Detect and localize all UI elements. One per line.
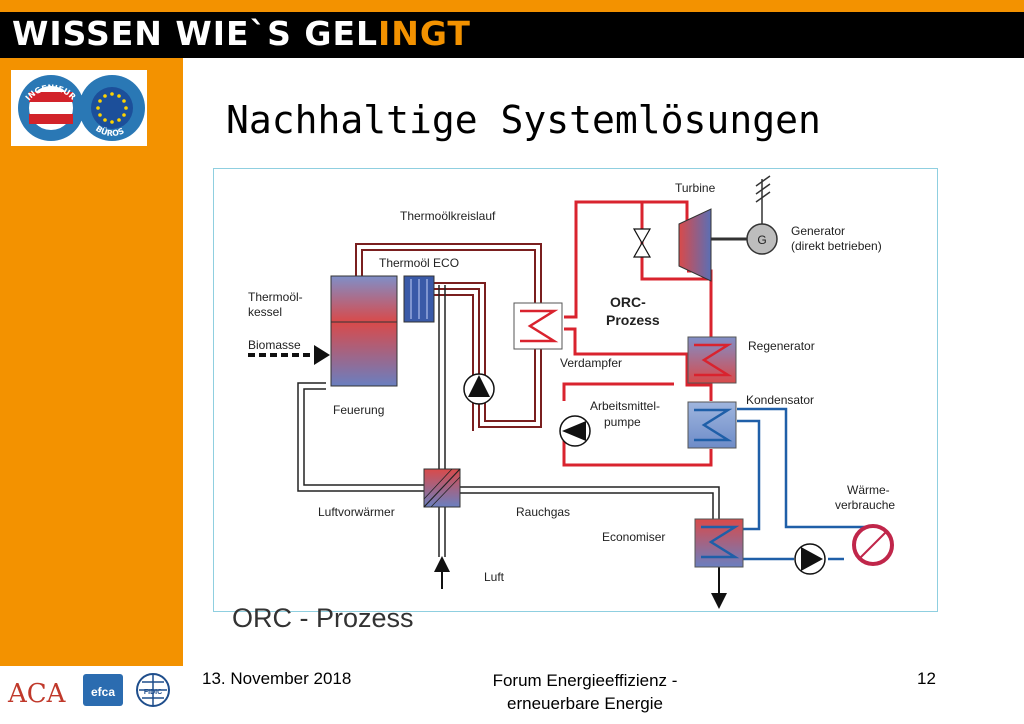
label-air: Luft: [484, 570, 505, 584]
flue-gas-lines: [297, 285, 720, 557]
label-pump-line2: pumpe: [604, 415, 641, 429]
label-air-preheater: Luftvorwärmer: [318, 505, 395, 519]
air-preheater-heat-exchanger: [423, 468, 461, 508]
biomass-feed-arrow-icon: [248, 345, 330, 365]
condenser-heat-exchanger: [687, 401, 737, 449]
generator-symbol-label: G: [757, 233, 766, 247]
label-generator-line2: (direkt betrieben): [791, 239, 882, 253]
boiler-firing-chamber: [330, 321, 398, 387]
label-thermoil-loop: Thermoölkreislauf: [400, 209, 496, 223]
label-boiler-line1: Thermoöl-: [248, 290, 303, 304]
label-orc-line2: Prozess: [606, 312, 660, 328]
footer-event-line1: Forum Energieeffizienz -: [492, 671, 678, 690]
slide-subtitle: ORC - Prozess: [232, 603, 414, 633]
orc-loop-hot-lines: [562, 200, 713, 467]
generator-icon: [746, 175, 778, 255]
label-generator-line1: Generator: [791, 224, 845, 238]
aca-logo: ACA: [7, 679, 67, 708]
eu-stars-icon: [96, 92, 128, 124]
turbine-icon: [678, 208, 712, 282]
orc-process-diagram: G: [213, 168, 938, 612]
footer-event-title: Forum Energieeffizienz - erneuerbare Ene…: [455, 669, 715, 715]
label-biomass: Biomasse: [248, 338, 301, 352]
label-flue-gas: Rauchgas: [516, 505, 570, 519]
regenerator-heat-exchanger: [687, 336, 737, 384]
svg-text:FIDIC: FIDIC: [144, 689, 162, 696]
brand-slogan: WISSEN WIE`S GELINGT: [12, 14, 471, 53]
heating-pump-icon: [794, 543, 826, 575]
label-orc-line1: ORC-: [610, 294, 646, 310]
economiser-heat-exchanger: [694, 518, 744, 568]
label-economiser: Economiser: [602, 530, 665, 544]
label-heat-line1: Wärme-: [847, 483, 890, 497]
efca-logo: efca: [83, 674, 123, 706]
label-heat-line2: verbrauche: [835, 498, 895, 512]
header-orange-band: [0, 0, 1024, 12]
austria-flag-stripe-top: [29, 92, 73, 102]
label-firing: Feuerung: [333, 403, 384, 417]
bypass-valve-icon: [632, 228, 652, 258]
label-evaporator: Verdampfer: [560, 356, 622, 370]
heat-consumer-icon: [852, 524, 894, 566]
footer-date: 13. November 2018: [202, 669, 352, 688]
orange-sidebar: [0, 58, 183, 666]
label-condenser: Kondensator: [746, 393, 814, 407]
header-bar: WISSEN WIE`S GELINGT: [0, 0, 1024, 58]
cooling-water-lines: [737, 407, 876, 561]
footer: [0, 666, 1024, 724]
label-thermoil-eco: Thermoöl ECO: [379, 256, 459, 270]
label-pump-line1: Arbeitsmittel-: [590, 399, 660, 413]
footer-event-line2: erneuerbare Energie: [507, 694, 663, 713]
page-number: 12: [917, 669, 936, 688]
label-regenerator: Regenerator: [748, 339, 815, 353]
evaporator-heat-exchanger: [513, 302, 563, 350]
ingenieurbueros-logo: INGENIEUR BÜROS: [11, 70, 147, 146]
austria-flag-stripe-bottom: [29, 114, 73, 124]
boiler-upper: [330, 275, 398, 323]
svg-text:ACA: ACA: [7, 679, 67, 708]
slide-title: Nachhaltige Systemlösungen: [226, 98, 821, 142]
svg-text:efca: efca: [91, 685, 115, 699]
working-fluid-pump-icon: [559, 415, 591, 447]
label-turbine: Turbine: [675, 181, 716, 195]
fidic-logo: FIDIC: [136, 673, 170, 707]
thermoil-pump-icon: [463, 373, 495, 405]
label-boiler-line2: kessel: [248, 305, 282, 319]
eu-flag-circle: [91, 87, 133, 129]
